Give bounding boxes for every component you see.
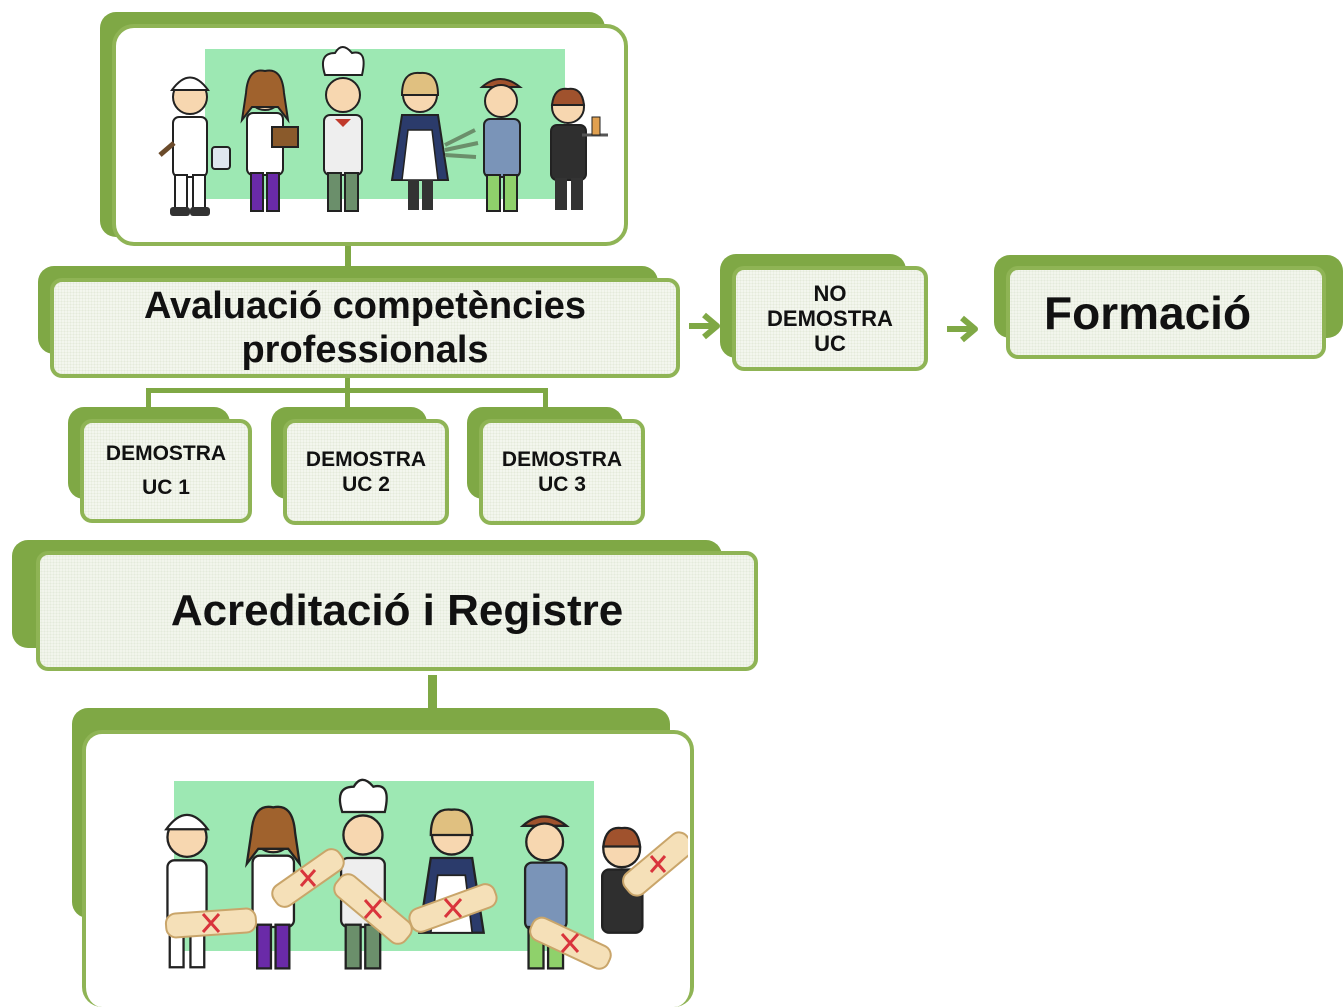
connector-uc1 [146, 388, 151, 408]
diploma-scroll-icon [529, 916, 612, 970]
acreditacio-label: Acreditació i Registre [170, 586, 624, 635]
chevron-right-icon [689, 312, 720, 340]
no-demostra-label: NO DEMOSTRA UC [767, 281, 893, 356]
workers-group-illustration [158, 46, 608, 216]
acreditacio-box: Acreditació i Registre [36, 551, 758, 671]
connector-uc3 [543, 388, 548, 408]
diploma-scroll-icon [622, 830, 688, 897]
scientist-figure [240, 69, 299, 212]
gardener-figure [479, 78, 523, 212]
formacio-box: Formació [1006, 266, 1326, 359]
bottom-image-frame [82, 730, 694, 1007]
diploma-scroll-icon [408, 882, 498, 933]
uc2-box: DEMOSTRA UC 2 [283, 419, 449, 525]
diploma-scroll-icon [164, 907, 258, 938]
connector-avaluacio-down [345, 378, 350, 392]
waiter-figure [550, 87, 608, 210]
maid-figure [390, 71, 479, 210]
connector-uc2 [345, 388, 350, 408]
uc3-box: DEMOSTRA UC 3 [479, 419, 645, 525]
diploma-scroll-icon [271, 847, 345, 908]
avaluacio-box: Avaluació competències professionals [50, 278, 680, 378]
chevron-right-icon [947, 315, 978, 343]
connector-image-to-avaluacio [345, 246, 351, 268]
workers-with-diplomas-illustration [164, 778, 688, 970]
uc1-label: DEMOSTRA UC 1 [105, 442, 227, 499]
avaluacio-label: Avaluació competències professionals [143, 285, 587, 371]
no-demostra-box: NO DEMOSTRA UC [732, 266, 928, 371]
uc3-label: DEMOSTRA UC 3 [501, 448, 623, 496]
painter-figure [158, 76, 231, 216]
top-image-frame [112, 24, 628, 246]
diploma-scroll-icon [333, 872, 413, 945]
uc1-box: DEMOSTRA UC 1 [80, 419, 252, 523]
formacio-label: Formació [1044, 286, 1252, 339]
connector-acreditacio-to-image [428, 675, 437, 737]
uc2-label: DEMOSTRA UC 2 [305, 448, 427, 496]
chef-figure [322, 46, 365, 212]
